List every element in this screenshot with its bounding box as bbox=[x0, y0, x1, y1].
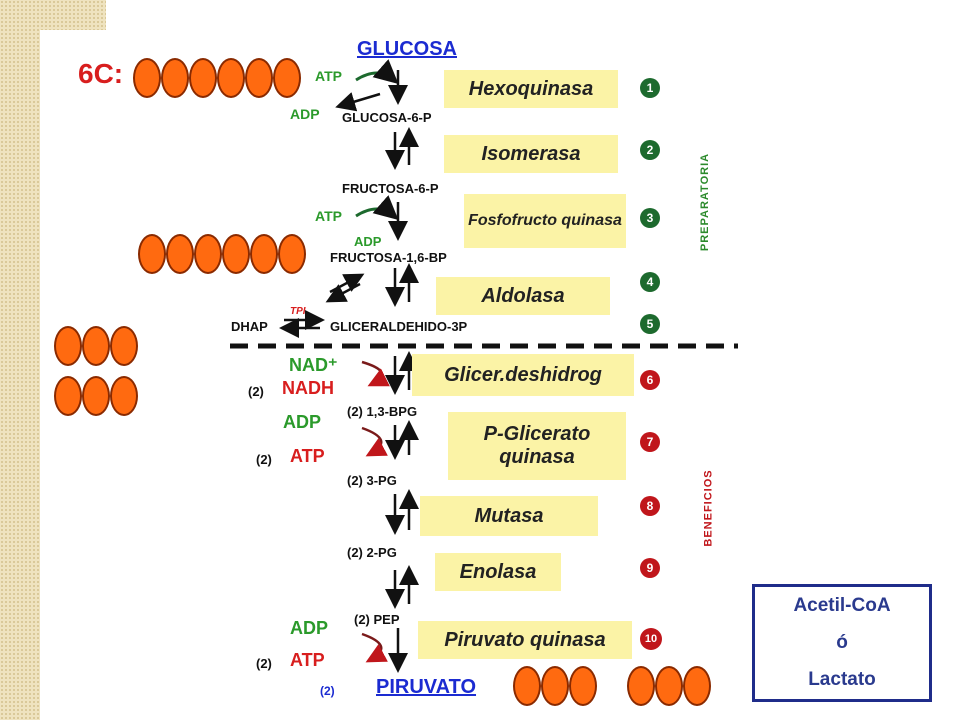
pep-label: (2) PEP bbox=[354, 612, 400, 627]
carbon-atom bbox=[54, 326, 82, 366]
step-number-2: 2 bbox=[640, 140, 660, 160]
carbon-atom bbox=[110, 376, 138, 416]
bpg-label: (2) 1,3-BPG bbox=[347, 404, 418, 419]
atp-input-3: ATP bbox=[315, 208, 342, 224]
step-number-1: 1 bbox=[640, 78, 660, 98]
atp-multiplier-10: (2) bbox=[256, 656, 272, 671]
step-number-8: 8 bbox=[640, 496, 660, 516]
carbon-atom bbox=[250, 234, 278, 274]
carbon-atom bbox=[541, 666, 569, 706]
carbon-atom bbox=[222, 234, 250, 274]
f6p-label: FRUCTOSA-6-P bbox=[342, 181, 439, 196]
carbon-atom bbox=[138, 234, 166, 274]
adp-output-3: ADP bbox=[354, 234, 382, 249]
carbon-atom bbox=[82, 376, 110, 416]
atp-output-7: ATP bbox=[290, 446, 325, 466]
atp-output-10: ATP bbox=[290, 650, 325, 670]
glucose-label[interactable]: GLUCOSA bbox=[357, 38, 457, 60]
gap-label: GLICERALDEHIDO-3P bbox=[330, 319, 468, 334]
outcome-lactate: Lactato bbox=[808, 669, 876, 691]
carbon-atom bbox=[161, 58, 189, 98]
outcome-acetylcoa: Acetil-CoA bbox=[793, 594, 891, 616]
carbon-atom bbox=[513, 666, 541, 706]
carbon-atom bbox=[627, 666, 655, 706]
carbon-atom bbox=[217, 58, 245, 98]
nadh-output: NADH bbox=[282, 378, 334, 398]
step-number-3: 3 bbox=[640, 208, 660, 228]
enzyme-box-4: Aldolasa bbox=[436, 277, 610, 315]
carbon-atom bbox=[273, 58, 301, 98]
atp-input-1: ATP bbox=[315, 68, 342, 84]
dhap-label: DHAP bbox=[231, 319, 268, 334]
carbon-atom bbox=[569, 666, 597, 706]
step-number-7: 7 bbox=[640, 432, 660, 452]
carbon-count-title: 6C: bbox=[78, 58, 124, 89]
pyruvate-label[interactable]: PIRUVATO bbox=[376, 676, 477, 698]
enzyme-box-7: P-Glicerato quinasa bbox=[448, 412, 626, 480]
step-number-10: 10 bbox=[640, 628, 662, 650]
carbon-atom bbox=[54, 376, 82, 416]
carbon-atom bbox=[655, 666, 683, 706]
carbon-atom bbox=[194, 234, 222, 274]
nad-input: NAD⁺ bbox=[289, 355, 338, 375]
pyruvate-multiplier: (2) bbox=[320, 684, 335, 698]
f16bp-label: FRUCTOSA-1,6-BP bbox=[330, 250, 447, 265]
enzyme-box-8: Mutasa bbox=[420, 496, 598, 536]
nadh-multiplier: (2) bbox=[248, 384, 264, 399]
step-number-5: 5 bbox=[640, 314, 660, 334]
phase-benefits-label: BENEFICIOS bbox=[702, 469, 715, 547]
enzyme-box-10: Piruvato quinasa bbox=[418, 621, 632, 659]
phase-preparatory-label: PREPARATORIA bbox=[699, 152, 712, 252]
step-number-4: 4 bbox=[640, 272, 660, 292]
atp-multiplier-7: (2) bbox=[256, 452, 272, 467]
adp-input-10: ADP bbox=[290, 618, 329, 638]
carbon-atom bbox=[278, 234, 306, 274]
carbon-atom bbox=[110, 326, 138, 366]
tpi-label: TPI bbox=[290, 306, 306, 317]
carbon-atom bbox=[133, 58, 161, 98]
carbon-atom bbox=[683, 666, 711, 706]
carbon-atom bbox=[166, 234, 194, 274]
enzyme-box-6: Glicer.deshidrog bbox=[412, 354, 634, 396]
pg2-label: (2) 2-PG bbox=[347, 545, 397, 560]
enzyme-box-3: Fosfofructo quinasa bbox=[464, 194, 626, 248]
carbon-atom bbox=[82, 326, 110, 366]
step-number-9: 9 bbox=[640, 558, 660, 578]
enzyme-box-9: Enolasa bbox=[435, 553, 561, 591]
pg3-label: (2) 3-PG bbox=[347, 473, 397, 488]
step-number-6: 6 bbox=[640, 370, 660, 390]
carbon-atom bbox=[245, 58, 273, 98]
enzyme-box-1: Hexoquinasa bbox=[444, 70, 618, 108]
adp-input-7: ADP bbox=[283, 412, 322, 432]
carbon-atom bbox=[189, 58, 217, 98]
adp-output-1: ADP bbox=[290, 106, 320, 122]
g6p-label: GLUCOSA-6-P bbox=[342, 110, 432, 125]
outcome-or: ó bbox=[836, 631, 848, 653]
outcome-box: Acetil-CoA ó Lactato bbox=[752, 584, 932, 702]
enzyme-box-2: Isomerasa bbox=[444, 135, 618, 173]
